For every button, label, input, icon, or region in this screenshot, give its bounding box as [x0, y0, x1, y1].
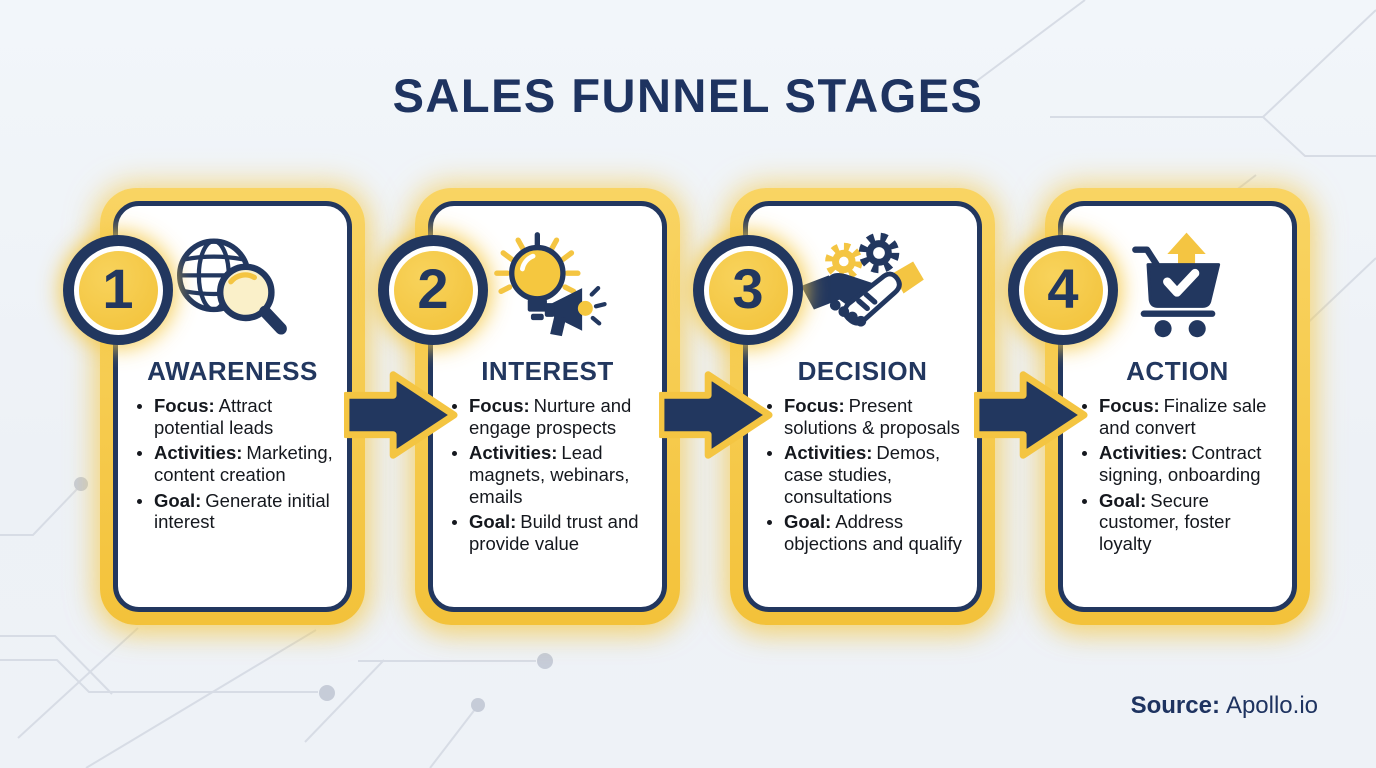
list-item: Activities:Marketing, content creation: [154, 442, 333, 485]
cart-check-icon: [1075, 220, 1280, 352]
stage-title: ACTION: [1126, 356, 1229, 386]
list-item: Focus:Present solutions & proposals: [784, 395, 963, 438]
list-item: Activities:Lead magnets, webinars, email…: [469, 442, 648, 507]
stage-number: 2: [417, 256, 449, 320]
stage-details-list: Focus:Nurture and engage prospects Activ…: [445, 395, 648, 558]
page-title: SALES FUNNEL STAGES: [392, 69, 984, 122]
stage-details-list: Focus:Attract potential leads Activities…: [130, 395, 333, 537]
source-value: Apollo.io: [1225, 692, 1318, 719]
stage-card-interest: 2: [378, 188, 680, 625]
stage-number-badge: 4: [1008, 235, 1118, 345]
list-item: Activities:Contract signing, onboarding: [1099, 442, 1278, 485]
list-item: Focus:Nurture and engage prospects: [469, 395, 648, 438]
stage-details-list: Focus:Present solutions & proposals Acti…: [760, 395, 963, 558]
stage-details-list: Focus:Finalize sale and convert Activiti…: [1075, 395, 1278, 558]
list-item: Goal:Build trust and provide value: [469, 511, 648, 554]
stage-title: AWARENESS: [147, 356, 318, 386]
list-item: Focus:Finalize sale and convert: [1099, 395, 1278, 438]
list-item: Focus:Attract potential leads: [154, 395, 333, 438]
stage-title: DECISION: [797, 356, 928, 386]
stage-number: 4: [1047, 256, 1079, 320]
stage-number-badge: 2: [378, 235, 488, 345]
stage-card-action: 4 ACTION Focus:Finalize sale and convert…: [1008, 188, 1310, 625]
stage-number: 1: [102, 256, 134, 320]
stage-card-awareness: 1 AWARENESS Focus: [63, 188, 365, 625]
arrow-right-icon: [344, 371, 458, 459]
stage-card-decision: 3: [693, 188, 995, 625]
arrow-right-icon: [974, 371, 1088, 459]
stage-number-badge: 3: [693, 235, 803, 345]
stage-number-badge: 1: [63, 235, 173, 345]
list-item: Goal:Secure customer, foster loyalty: [1099, 490, 1278, 555]
stage-number: 3: [732, 256, 764, 320]
list-item: Activities:Demos, case studies, consulta…: [784, 442, 963, 507]
arrow-right-icon: [659, 371, 773, 459]
source-label: Source:: [1130, 692, 1220, 719]
globe-search-icon: [130, 220, 335, 352]
lightbulb-megaphone-icon: [445, 220, 650, 352]
handshake-gears-icon: [760, 220, 965, 352]
list-item: Goal:Generate initial interest: [154, 490, 333, 533]
stage-title: INTEREST: [481, 356, 614, 386]
list-item: Goal:Address objections and qualify: [784, 511, 963, 554]
source-attribution: Source:Apollo.io: [1131, 692, 1318, 720]
